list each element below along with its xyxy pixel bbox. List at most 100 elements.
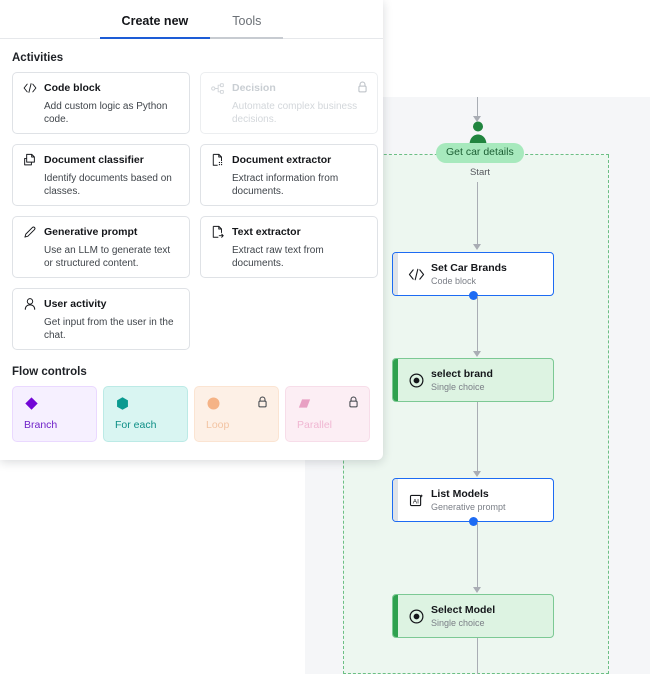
activity-card-generative-prompt[interactable]: Generative prompt Use an LLM to generate… [12,216,190,278]
activity-header: Decision [211,81,368,95]
lock-icon [357,81,368,93]
activity-card-text-extractor[interactable]: Text extractor Extract raw text from doc… [200,216,378,278]
node-rail [393,479,398,521]
node-title: Set Car Brands [431,261,507,274]
flow-control-label: Parallel [297,419,333,431]
start-actor-icon [467,120,489,146]
flow-control-parallel: Parallel [285,386,370,442]
hexagon-icon [115,396,178,411]
circle-icon [206,396,269,411]
activity-header: Text extractor [211,225,368,239]
connector-start-to-node1 [477,182,478,245]
activity-card-document-classifier[interactable]: Document classifier Identify documents b… [12,144,190,206]
panel-bottom-whitespace [0,460,305,674]
activities-grid: Code block Add custom logic as Python co… [12,72,383,350]
connector-node2-to-node3 [477,402,478,472]
connector-arrow-node1 [473,244,481,250]
svg-text:AI: AI [412,498,418,505]
start-label: Start [469,167,491,178]
create-new-panel: Create new Tools Activities Code block A… [0,0,383,460]
node-rail [393,595,398,637]
workflow-node-list-models[interactable]: AI List Models Generative prompt [392,478,554,522]
canvas-top-whitespace [385,0,650,97]
tab-tools[interactable]: Tools [210,14,284,39]
flow-control-label: Branch [24,419,58,431]
decision-node-icon [211,81,225,95]
activity-card-decision: Decision Automate complex business decis… [200,72,378,134]
activity-name: Code block [44,81,101,94]
node-rail [393,359,398,401]
flow-control-for-each[interactable]: For each [103,386,188,442]
user-icon [23,297,37,311]
node-title: List Models [431,487,489,500]
node-subtitle: Generative prompt [431,501,506,512]
document-classifier-icon [23,153,37,167]
activity-card-user-activity[interactable]: User activity Get input from the user in… [12,288,190,350]
activity-card-document-extractor[interactable]: Document extractor Extract information f… [200,144,378,206]
node-text: List Models Generative prompt [429,488,553,513]
text-extractor-icon [211,225,225,239]
flow-controls-grid: Branch For each [12,386,383,442]
group-pill-label[interactable]: Get car details [436,143,524,163]
flow-control-loop: Loop [194,386,279,442]
connector-arrow-node2 [473,351,481,357]
ai-image-icon: AI [403,493,429,508]
lock-icon [348,396,359,408]
flow-controls-section-title: Flow controls [12,366,87,378]
activity-description: Use an LLM to generate text or structure… [44,245,171,269]
connector-node4-outgoing [477,638,478,674]
flow-control-label: For each [115,419,157,431]
node-subtitle: Single choice [431,617,485,628]
document-extractor-icon [211,153,225,167]
activity-header: Document extractor [211,153,368,167]
parallelogram-icon [297,396,360,411]
connector-node3-to-node4 [477,522,478,588]
activity-description: Get input from the user in the chat. [44,317,174,341]
activity-description: Automate complex business decisions. [232,101,358,125]
node-title: select brand [431,367,493,380]
flow-control-branch[interactable]: Branch [12,386,97,442]
node-subtitle: Single choice [431,381,485,392]
activity-header: Generative prompt [23,225,180,239]
connector-incoming [477,97,478,117]
workflow-node-select-brand[interactable]: select brand Single choice [392,358,554,402]
group-border-top-right [510,154,609,155]
node-output-port[interactable] [469,517,478,526]
activity-name: User activity [44,297,107,310]
node-text: Select Model Single choice [429,604,553,629]
radio-selected-icon [403,609,429,624]
activity-description: Extract raw text from documents. [232,245,324,269]
node-text: Set Car Brands Code block [429,262,553,287]
connector-incoming-arrow [473,116,481,122]
flow-control-label: Loop [206,419,230,431]
workflow-canvas[interactable]: Get car details Start Set Car Brands Cod… [305,97,650,674]
activities-section-title: Activities [12,52,64,64]
code-brackets-icon [23,81,37,95]
activity-description: Identify documents based on classes. [44,173,172,197]
connector-arrow-node4 [473,587,481,593]
activity-description: Extract information from documents. [232,173,339,197]
group-border-top-left [343,154,448,155]
activity-name: Text extractor [232,225,301,238]
activity-name: Document classifier [44,153,144,166]
activity-name: Document extractor [232,153,332,166]
activity-header: User activity [23,297,180,311]
activity-description: Add custom logic as Python code. [44,101,168,125]
tab-create-new[interactable]: Create new [99,14,211,39]
workflow-node-select-model[interactable]: Select Model Single choice [392,594,554,638]
code-brackets-icon [403,268,429,281]
connector-arrow-node3 [473,471,481,477]
activity-header: Code block [23,81,180,95]
node-title: Select Model [431,603,496,616]
workflow-node-set-car-brands[interactable]: Set Car Brands Code block [392,252,554,296]
pencil-icon [23,225,37,239]
activity-name: Generative prompt [44,225,138,238]
node-output-port[interactable] [469,291,478,300]
connector-node1-to-node2 [477,296,478,352]
activity-header: Document classifier [23,153,180,167]
radio-selected-icon [403,373,429,388]
node-text: select brand Single choice [429,368,553,393]
panel-tabs: Create new Tools [0,0,383,39]
activity-card-code-block[interactable]: Code block Add custom logic as Python co… [12,72,190,134]
node-subtitle: Code block [431,275,477,286]
